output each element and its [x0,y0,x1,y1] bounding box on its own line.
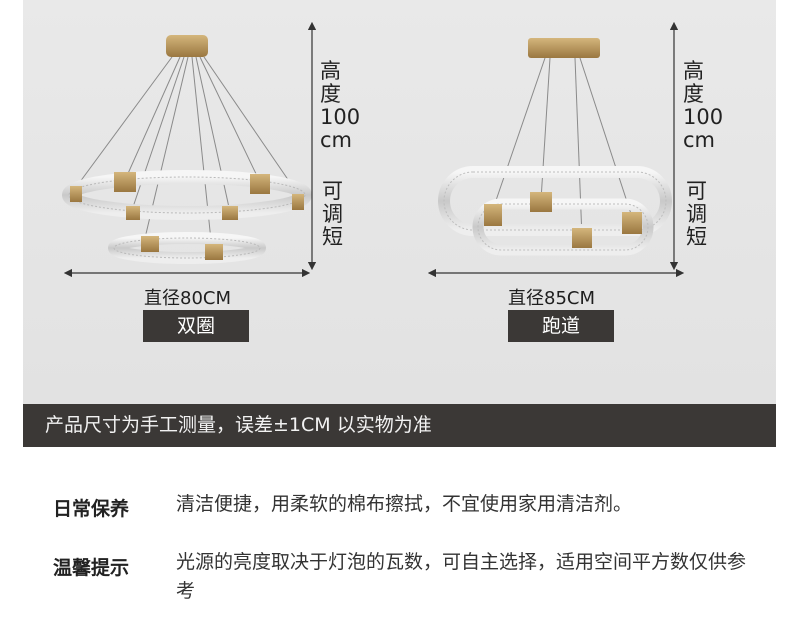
tips-label: 温馨提示 [53,557,130,579]
racetrack-chandelier [427,21,685,278]
care-label: 日常保养 [53,498,130,520]
ceiling-canopy-icon [166,35,208,57]
adjustable-label-left: 可 调 短 [322,179,343,249]
diameter-label-left: 直径80CM [144,288,232,309]
height-label-left: 高 度 100 cm [320,59,361,152]
care-text: 清洁便捷，用柔软的棉布擦拭，不宜使用家用清洁剂。 [176,493,633,515]
product-tag-racetrack: 跑道 [508,310,614,342]
product-tag-double-ring: 双圈 [143,310,249,342]
ceiling-canopy-icon [528,38,600,58]
double-ring-chandelier [62,21,317,278]
chandelier-illustration [62,21,685,278]
adjustable-label-right: 可 调 短 [686,179,707,249]
tips-text: 光源的亮度取决于灯泡的瓦数，可自主选择，适用空间平方数仅供参考 [176,551,747,602]
diameter-label-right: 直径85CM [508,288,596,309]
measurement-notice-banner: 产品尺寸为手工测量，误差±1CM 以实物为准 [23,404,776,447]
height-label-right: 高 度 100 cm [683,59,724,152]
